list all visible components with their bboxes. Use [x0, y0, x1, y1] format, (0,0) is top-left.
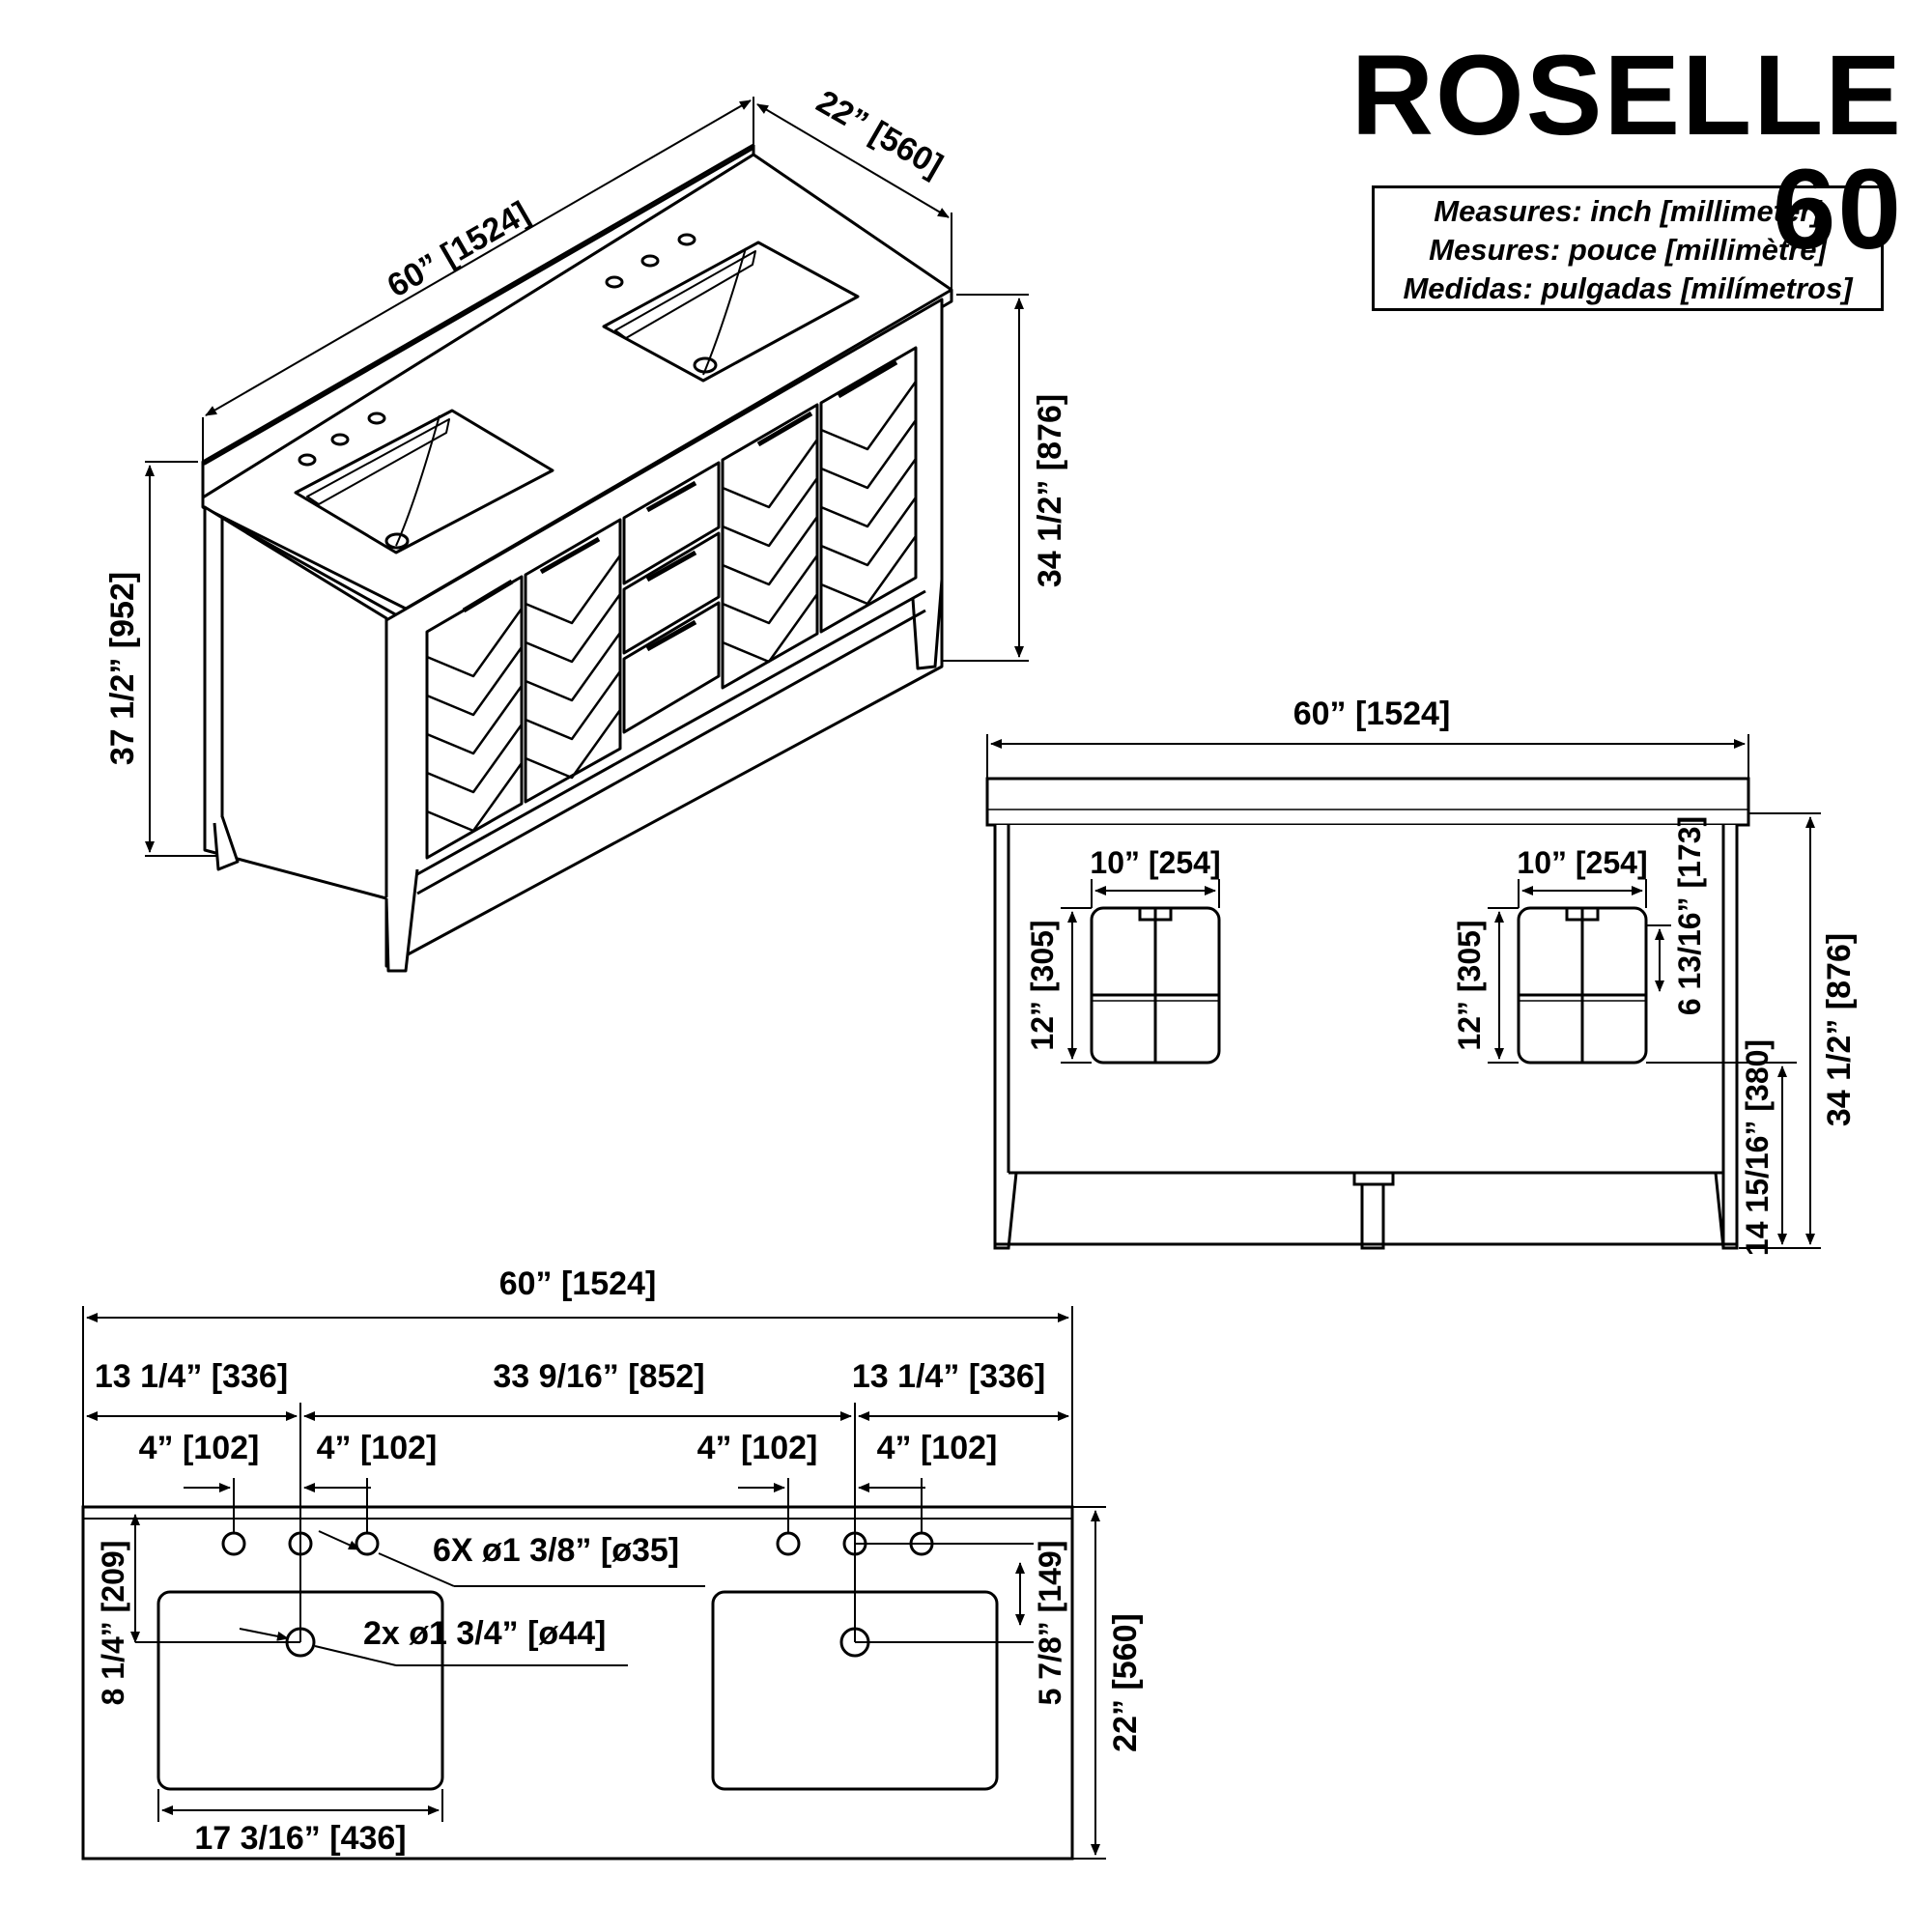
- handle: [645, 619, 697, 652]
- sink-width-label: 17 3/16” [436]: [194, 1820, 406, 1857]
- faucet-hole: [776, 1531, 801, 1556]
- door-right-2: [819, 346, 918, 634]
- back-height-label: 34 1/2” [876]: [1821, 933, 1858, 1126]
- iso-depth-dimension-line: [756, 103, 950, 218]
- faucet-hole: [330, 433, 350, 446]
- handle: [837, 359, 898, 399]
- top-center-spacing-label: 33 9/16” [852]: [493, 1358, 704, 1395]
- left-sink: [294, 409, 554, 554]
- back-opening-right-height-label: 12” [305]: [1452, 920, 1487, 1050]
- right-drain-depth-label: 5 7/8” [149]: [1033, 1541, 1067, 1706]
- faucet-spacing-label: 4” [102]: [139, 1430, 260, 1466]
- units-legend-en: Measures: inch [millimeter]: [1434, 194, 1822, 228]
- faucet-hole: [298, 453, 317, 467]
- back-view: [985, 777, 1750, 1250]
- back-floor-to-opening-label: 14 15/16” [380]: [1740, 1039, 1775, 1256]
- center-support: [1352, 1173, 1395, 1250]
- units-legend-fr: Mesures: pouce [millimètre]: [1429, 233, 1827, 267]
- handle: [756, 411, 813, 447]
- back-opening-left-height-label: 12” [305]: [1025, 920, 1060, 1050]
- back-opening-right-width-label: 10” [254]: [1517, 845, 1647, 880]
- iso-dimensions: [145, 97, 1029, 857]
- top-right-offset-label: 13 1/4” [336]: [852, 1358, 1045, 1395]
- handle: [539, 536, 601, 575]
- iso-depth-label: 22” [560]: [810, 83, 949, 185]
- drawer-2: [622, 531, 721, 655]
- iso-body-height-label: 34 1/2” [876]: [1032, 394, 1068, 587]
- units-legend: Measures: inch [millimeter] Mesures: pou…: [1372, 185, 1884, 311]
- handle: [645, 480, 697, 513]
- back-dimensions: [986, 734, 1821, 1249]
- iso-width-dimension-line: [205, 99, 752, 416]
- drawer-3: [622, 601, 721, 734]
- left-drain-depth-label: 8 1/4” [209]: [96, 1541, 130, 1706]
- top-depth-label: 22” [560]: [1107, 1613, 1144, 1752]
- iso-total-height-label: 37 1/2” [952]: [104, 572, 141, 765]
- top-view: [81, 1505, 1074, 1861]
- leg: [213, 815, 240, 871]
- leg: [384, 868, 419, 973]
- handle: [462, 579, 514, 613]
- back-width-label: 60” [1524]: [1293, 696, 1451, 732]
- product-title: ROSELLE 60: [1350, 32, 1903, 273]
- leg: [1714, 1172, 1739, 1250]
- drain-holes-label: 2x ø1 3/4” [ø44]: [363, 1615, 606, 1652]
- handle: [645, 550, 697, 582]
- back-top-slab: [985, 777, 1750, 827]
- door-left-2: [524, 518, 622, 804]
- faucet-spacing-label: 4” [102]: [877, 1430, 998, 1466]
- leg: [911, 579, 944, 670]
- drawer-1: [622, 461, 721, 585]
- back-opening-left-width-label: 10” [254]: [1090, 845, 1220, 880]
- top-dimensions: [82, 1306, 1106, 1860]
- door-right-1: [721, 403, 819, 690]
- leg: [993, 1172, 1018, 1250]
- top-left-offset-label: 13 1/4” [336]: [95, 1358, 288, 1395]
- faucet-spacing-label: 4” [102]: [697, 1430, 818, 1466]
- back-top-to-opening-label: 6 13/16” [173]: [1672, 816, 1707, 1015]
- units-legend-es: Medidas: pulgadas [milímetros]: [1403, 271, 1853, 305]
- top-total-width-label: 60” [1524]: [499, 1265, 657, 1302]
- faucet-holes-label: 6X ø1 3/8” [ø35]: [433, 1532, 679, 1569]
- faucet-spacing-label: 4” [102]: [317, 1430, 438, 1466]
- left-drain-hole: [384, 532, 410, 550]
- faucet-hole: [221, 1531, 246, 1556]
- isometric-view: [201, 143, 953, 973]
- chevron-pattern: [426, 381, 918, 833]
